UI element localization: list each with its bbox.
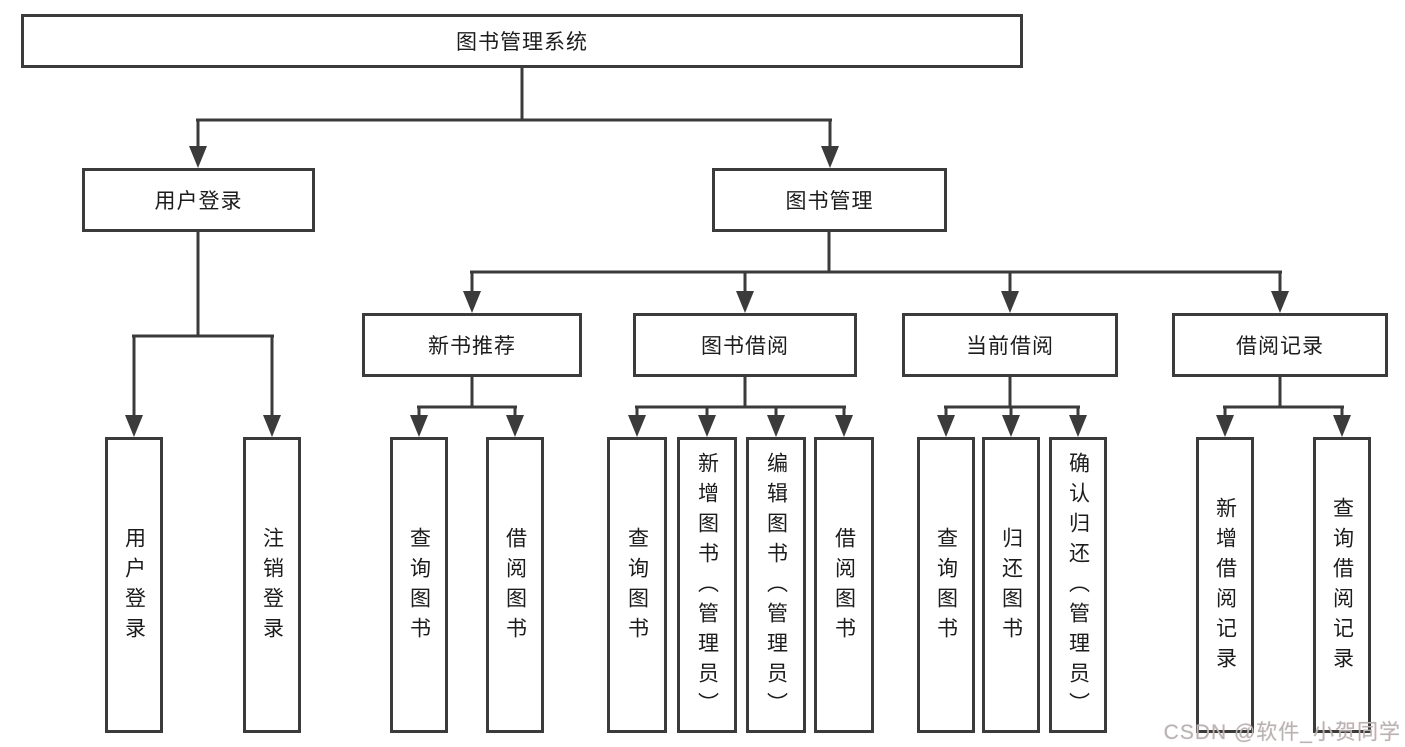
connector-root-to-level2	[189, 68, 839, 168]
connector-book-borrow-branch	[628, 377, 853, 437]
node-current-borrow: 当前借阅	[902, 313, 1118, 377]
node-new-book-recommend: 新书推荐	[362, 313, 582, 377]
connector-borrow-record-branch	[1216, 377, 1351, 437]
node-borrow-record: 借阅记录	[1172, 313, 1388, 377]
csdn-watermark: CSDN @软件_小贺同学	[1163, 721, 1401, 744]
connector-user-login-branch	[125, 232, 281, 437]
node-user-login: 用户登录	[82, 168, 315, 232]
leaf-user-login: 用户登录	[105, 437, 163, 733]
leaf-newbook-query-books: 查询图书	[390, 437, 448, 733]
connector-current-borrow-branch	[937, 377, 1087, 437]
leaf-current-confirm-return-admin: 确认归还（管理员）	[1049, 437, 1107, 733]
leaf-current-return-books: 归还图书	[982, 437, 1040, 733]
leaf-borrow-borrow-books: 借阅图书	[814, 437, 874, 733]
leaf-newbook-borrow-books: 借阅图书	[486, 437, 544, 733]
leaf-record-query-borrow-record: 查询借阅记录	[1313, 437, 1371, 733]
leaf-borrow-add-books-admin: 新增图书（管理员）	[677, 437, 737, 733]
node-book-management: 图书管理	[712, 168, 947, 232]
connector-book-mgmt-to-level3	[463, 232, 1289, 313]
node-book-borrow: 图书借阅	[633, 313, 857, 377]
node-library-management-system: 图书管理系统	[21, 14, 1023, 68]
leaf-borrow-edit-books-admin: 编辑图书（管理员）	[746, 437, 806, 733]
leaf-current-query-books: 查询图书	[917, 437, 975, 733]
leaf-logout: 注销登录	[243, 437, 301, 733]
connector-new-book-branch	[410, 377, 524, 437]
leaf-record-add-borrow-record: 新增借阅记录	[1196, 437, 1254, 733]
leaf-borrow-query-books: 查询图书	[607, 437, 667, 733]
